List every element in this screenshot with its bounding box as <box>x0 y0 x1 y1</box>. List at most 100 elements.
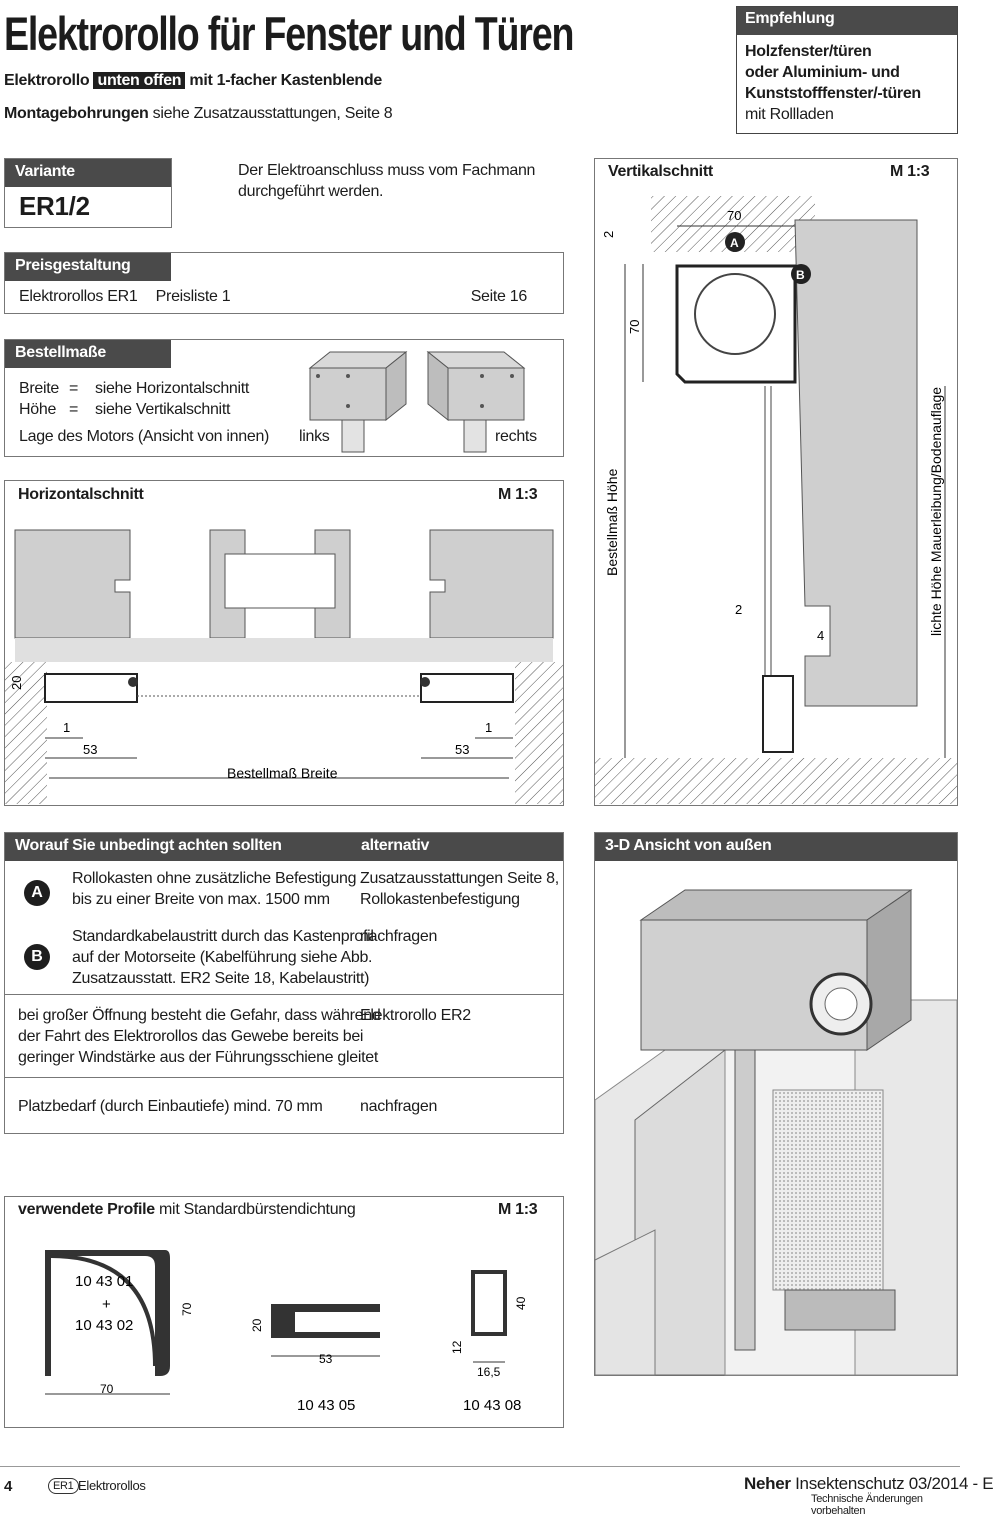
empfehlung-heading: Empfehlung <box>737 7 957 35</box>
ansicht-label: 3-D Ansicht von außen <box>595 833 957 861</box>
wall-left <box>5 662 47 804</box>
dim-1-right: 1 <box>485 720 492 735</box>
empfehlung-line3: Kunststofffenster/-türen <box>745 85 921 102</box>
rail-left <box>44 673 138 703</box>
badge-a: A <box>730 236 739 250</box>
wall-right <box>515 662 563 804</box>
subtitle-highlight: unten offen <box>93 72 186 89</box>
worauf-badge-b: B <box>24 944 50 970</box>
subtitle-line: Elektrorollo unten offen mit 1-facher Ka… <box>4 72 382 90</box>
frame-left-outer <box>14 529 131 639</box>
profile-box <box>4 1196 564 1428</box>
footer-brand-line: Neher Insektenschutz 03/2014 - E <box>744 1474 993 1494</box>
footer-brand: Neher <box>744 1474 791 1493</box>
worauf-a-a1: Zusatzausstattungen Seite 8, <box>360 870 559 887</box>
vertical-scale: M 1:3 <box>890 163 930 180</box>
worauf-badge-a: A <box>24 880 50 906</box>
worauf-c-alt: Elektrorollo ER2 <box>360 1007 471 1024</box>
worauf-c-l3: geringer Windstärke aus der Führungsschi… <box>18 1049 379 1066</box>
profile-label-rest: mit Standardbürstendichtung <box>159 1201 356 1218</box>
worauf-divider-2 <box>5 1077 563 1078</box>
bestell-dims: Breite=siehe Horizontalschnitt Höhe=sieh… <box>19 378 249 420</box>
profile-p3-dim40: 40 <box>514 1296 528 1310</box>
elektro-note-line1: Der Elektroanschluss muss vom Fachmann <box>238 162 536 179</box>
dim-lichte-hoehe: lichte Höhe Mauerleibung/Bodenauflage <box>928 387 944 636</box>
hoehe-value: siehe Vertikalschnitt <box>95 401 231 418</box>
preis-item: Elektrorollos ER1 Preisliste 1 <box>19 288 231 306</box>
horizontal-section <box>4 480 564 806</box>
empfehlung-box: Empfehlung Holzfenster/türen oder Alumin… <box>736 6 958 134</box>
dim-70-side: 70 <box>627 320 642 334</box>
mounting-note: Montagebohrungen siehe Zusatzausstattung… <box>4 105 393 123</box>
motor-box-illustrations <box>308 350 526 453</box>
dim-bestell-breite: Bestellmaß Breite <box>227 765 338 781</box>
breite-eq: = <box>69 380 79 397</box>
motor-rechts: rechts <box>495 428 537 445</box>
preis-seite: Seite 16 <box>470 288 528 305</box>
dim-2-top: 2 <box>601 231 616 238</box>
ansicht-drawing <box>594 889 958 1376</box>
worauf-a-l2: bis zu einer Breite von max. 1500 mm <box>72 891 330 908</box>
horizontal-label: Horizontalschnitt <box>18 486 144 503</box>
vertical-label: Vertikalschnitt <box>608 163 713 180</box>
worauf-a-a2: Rollokastenbefestigung <box>360 891 520 908</box>
worauf-b-a1: nachfragen <box>360 928 438 945</box>
variante-label: Variante <box>5 159 171 187</box>
footer-page: 4 <box>4 1478 13 1495</box>
dim-1-left: 1 <box>63 720 70 735</box>
footer-brand-rest: Insektenschutz 03/2014 - E <box>795 1474 993 1493</box>
worauf-a-l1: Rollokasten ohne zusätzliche Befestigung <box>72 870 357 887</box>
worauf-header: Worauf Sie unbedingt achten sollten alte… <box>5 833 563 861</box>
footer-product: Elektrorollos <box>78 1478 146 1493</box>
profile-scale: M 1:3 <box>498 1201 538 1218</box>
vertical-drawing: 2 70 70 A B Bestellmaß Höhe lichte Höhe … <box>595 196 957 804</box>
subtitle-suffix: mit 1-facher Kastenblende <box>189 72 382 89</box>
variante-value: ER1/2 <box>19 191 90 221</box>
profile-p3-dim165: 16,5 <box>477 1365 501 1379</box>
horizontal-drawing: 20 1 53 1 53 Bestellmaß Breite <box>5 529 563 804</box>
badge-b: B <box>796 268 805 282</box>
worauf-row-b: Standardkabelaustritt durch das Kastenpr… <box>72 926 374 989</box>
motor-box-right <box>426 350 526 453</box>
dim-bestell-hoehe: Bestellmaß Höhe <box>604 468 620 576</box>
empfehlung-line2: oder Aluminium- und <box>745 64 900 81</box>
profile-p2-dim20: 20 <box>250 1318 264 1332</box>
page-title: Elektrorollo für Fenster und Türen <box>4 7 574 60</box>
empfehlung-line1: Holzfenster/türen <box>745 43 872 60</box>
profile-label-bold: verwendete Profile <box>18 1201 155 1218</box>
preis-box: Preisgestaltung Elektrorollos ER1 Preisl… <box>4 252 564 314</box>
horizontal-scale: M 1:3 <box>498 486 538 503</box>
footer-note: Technische Änderungen vorbehalten <box>811 1493 923 1517</box>
subtitle-prefix: Elektrorollo <box>4 72 90 89</box>
profile-label: verwendete Profile mit Standardbürstendi… <box>18 1201 356 1219</box>
footer-rule <box>0 1466 960 1467</box>
profile-drawing: 10 43 01 + 10 43 02 70 70 20 53 10 43 05… <box>45 1250 528 1414</box>
elektro-note-line2: durchgeführt werden. <box>238 183 384 200</box>
worauf-c-l2: der Fahrt des Elektrorollos das Gewebe b… <box>18 1028 364 1045</box>
mounting-note-rest: siehe Zusatzausstattungen, Seite 8 <box>152 105 393 122</box>
preis-liste: Preisliste 1 <box>155 288 231 305</box>
motor-position: Lage des Motors (Ansicht von innen) <box>19 428 270 445</box>
worauf-alt: alternativ <box>361 837 430 854</box>
worauf-box: Worauf Sie unbedingt achten sollten alte… <box>4 832 564 1134</box>
profile-p1-dim70v: 70 <box>180 1302 194 1316</box>
worauf-row-a: Rollokasten ohne zusätzliche Befestigung… <box>72 868 357 910</box>
frame-right-outer <box>429 529 554 639</box>
worauf-d-l: Platzbedarf (durch Einbautiefe) mind. 70… <box>18 1098 323 1115</box>
profile-p1-dim70h: 70 <box>100 1382 114 1396</box>
dim-53-left: 53 <box>83 742 97 757</box>
profile-p2-number: 10 43 05 <box>297 1397 355 1414</box>
hoehe-eq: = <box>69 401 79 418</box>
profile-p3-dim12: 12 <box>450 1340 464 1354</box>
worauf-row-a-alt: Zusatzausstattungen Seite 8, Rollokasten… <box>360 868 559 910</box>
profile-p3-number: 10 43 08 <box>463 1397 521 1414</box>
worauf-label: Worauf Sie unbedingt achten sollten <box>15 837 282 854</box>
profile-10-43-08 <box>471 1270 507 1336</box>
elektro-note: Der Elektroanschluss muss vom Fachmann d… <box>238 160 535 202</box>
worauf-b-l2: auf der Motorseite (Kabelführung siehe A… <box>72 949 373 966</box>
worauf-b-l3: Zusatzausstatt. ER2 Seite 18, Kabelaustr… <box>72 970 370 987</box>
dim-53-right: 53 <box>455 742 469 757</box>
preis-label: Preisgestaltung <box>5 253 171 281</box>
roller-tube <box>694 273 776 355</box>
profile-p1a: 10 43 01 <box>75 1273 133 1290</box>
